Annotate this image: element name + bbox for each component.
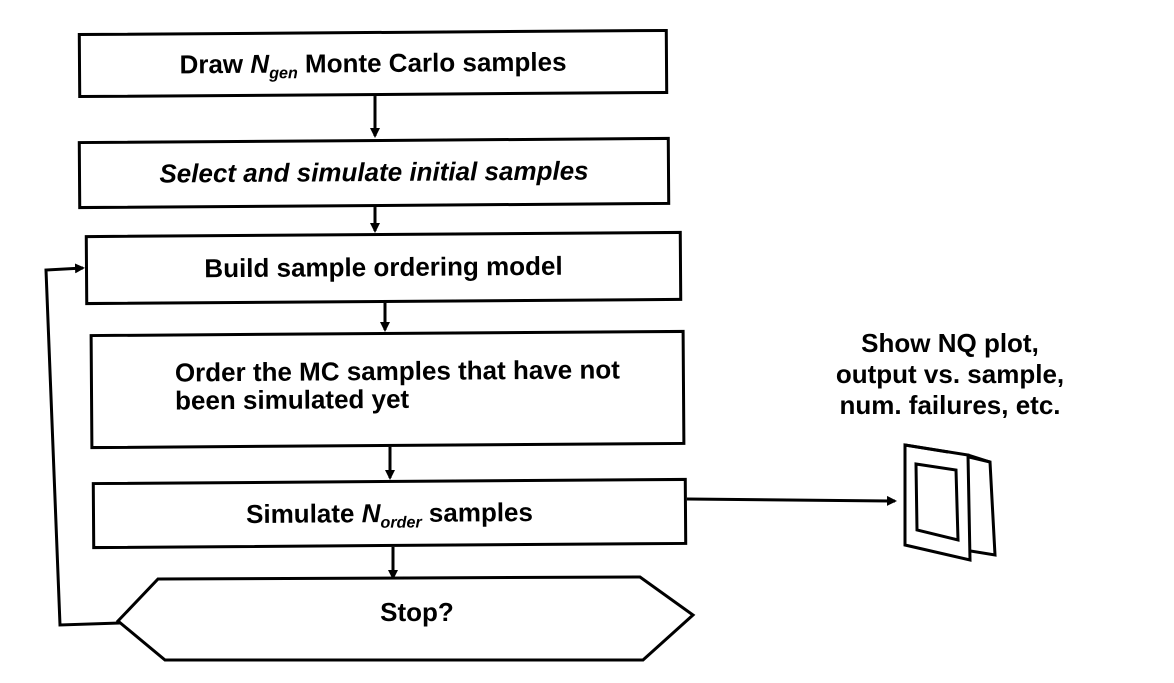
monitor-caption: Show NQ plot, output vs. sample, num. fa… [805, 328, 1095, 422]
monitor-caption-line-3: num. failures, etc. [839, 390, 1061, 421]
step-simulate-suffix: samples [421, 496, 534, 528]
monitor-caption-line-1: Show NQ plot, [861, 328, 1039, 358]
step-draw-subscript: gen [269, 64, 298, 83]
step-draw-var: N [250, 48, 270, 79]
step-simulate-var: N [361, 497, 381, 529]
stop-decision-label: Stop? [380, 597, 454, 627]
step-draw-prefix: Draw [179, 48, 251, 80]
step-build-label: Build sample ordering model [204, 251, 563, 284]
step-select-label: Select and simulate initial samples [159, 155, 589, 189]
step-simulate-samples: Simulate Norder samples [91, 477, 688, 550]
monitor-icon [903, 443, 997, 562]
step-simulate-subscript: order [380, 513, 422, 532]
step-draw-samples: Draw Ngen Monte Carlo samples [77, 28, 669, 99]
step-draw-suffix: Monte Carlo samples [297, 46, 567, 79]
step-select-initial: Select and simulate initial samples [77, 136, 671, 210]
arrow-to-monitor [686, 495, 897, 506]
loop-back-arrow [44, 263, 121, 627]
step-order-samples: Order the MC samples that have not been … [89, 329, 686, 450]
step-build-model: Build sample ordering model [84, 230, 683, 306]
step-order-line2: been simulated yet [174, 383, 410, 415]
step-simulate-prefix: Simulate [245, 498, 362, 529]
monitor-caption-line-2: output vs. sample, [835, 359, 1065, 390]
stop-decision-shape [115, 575, 696, 662]
